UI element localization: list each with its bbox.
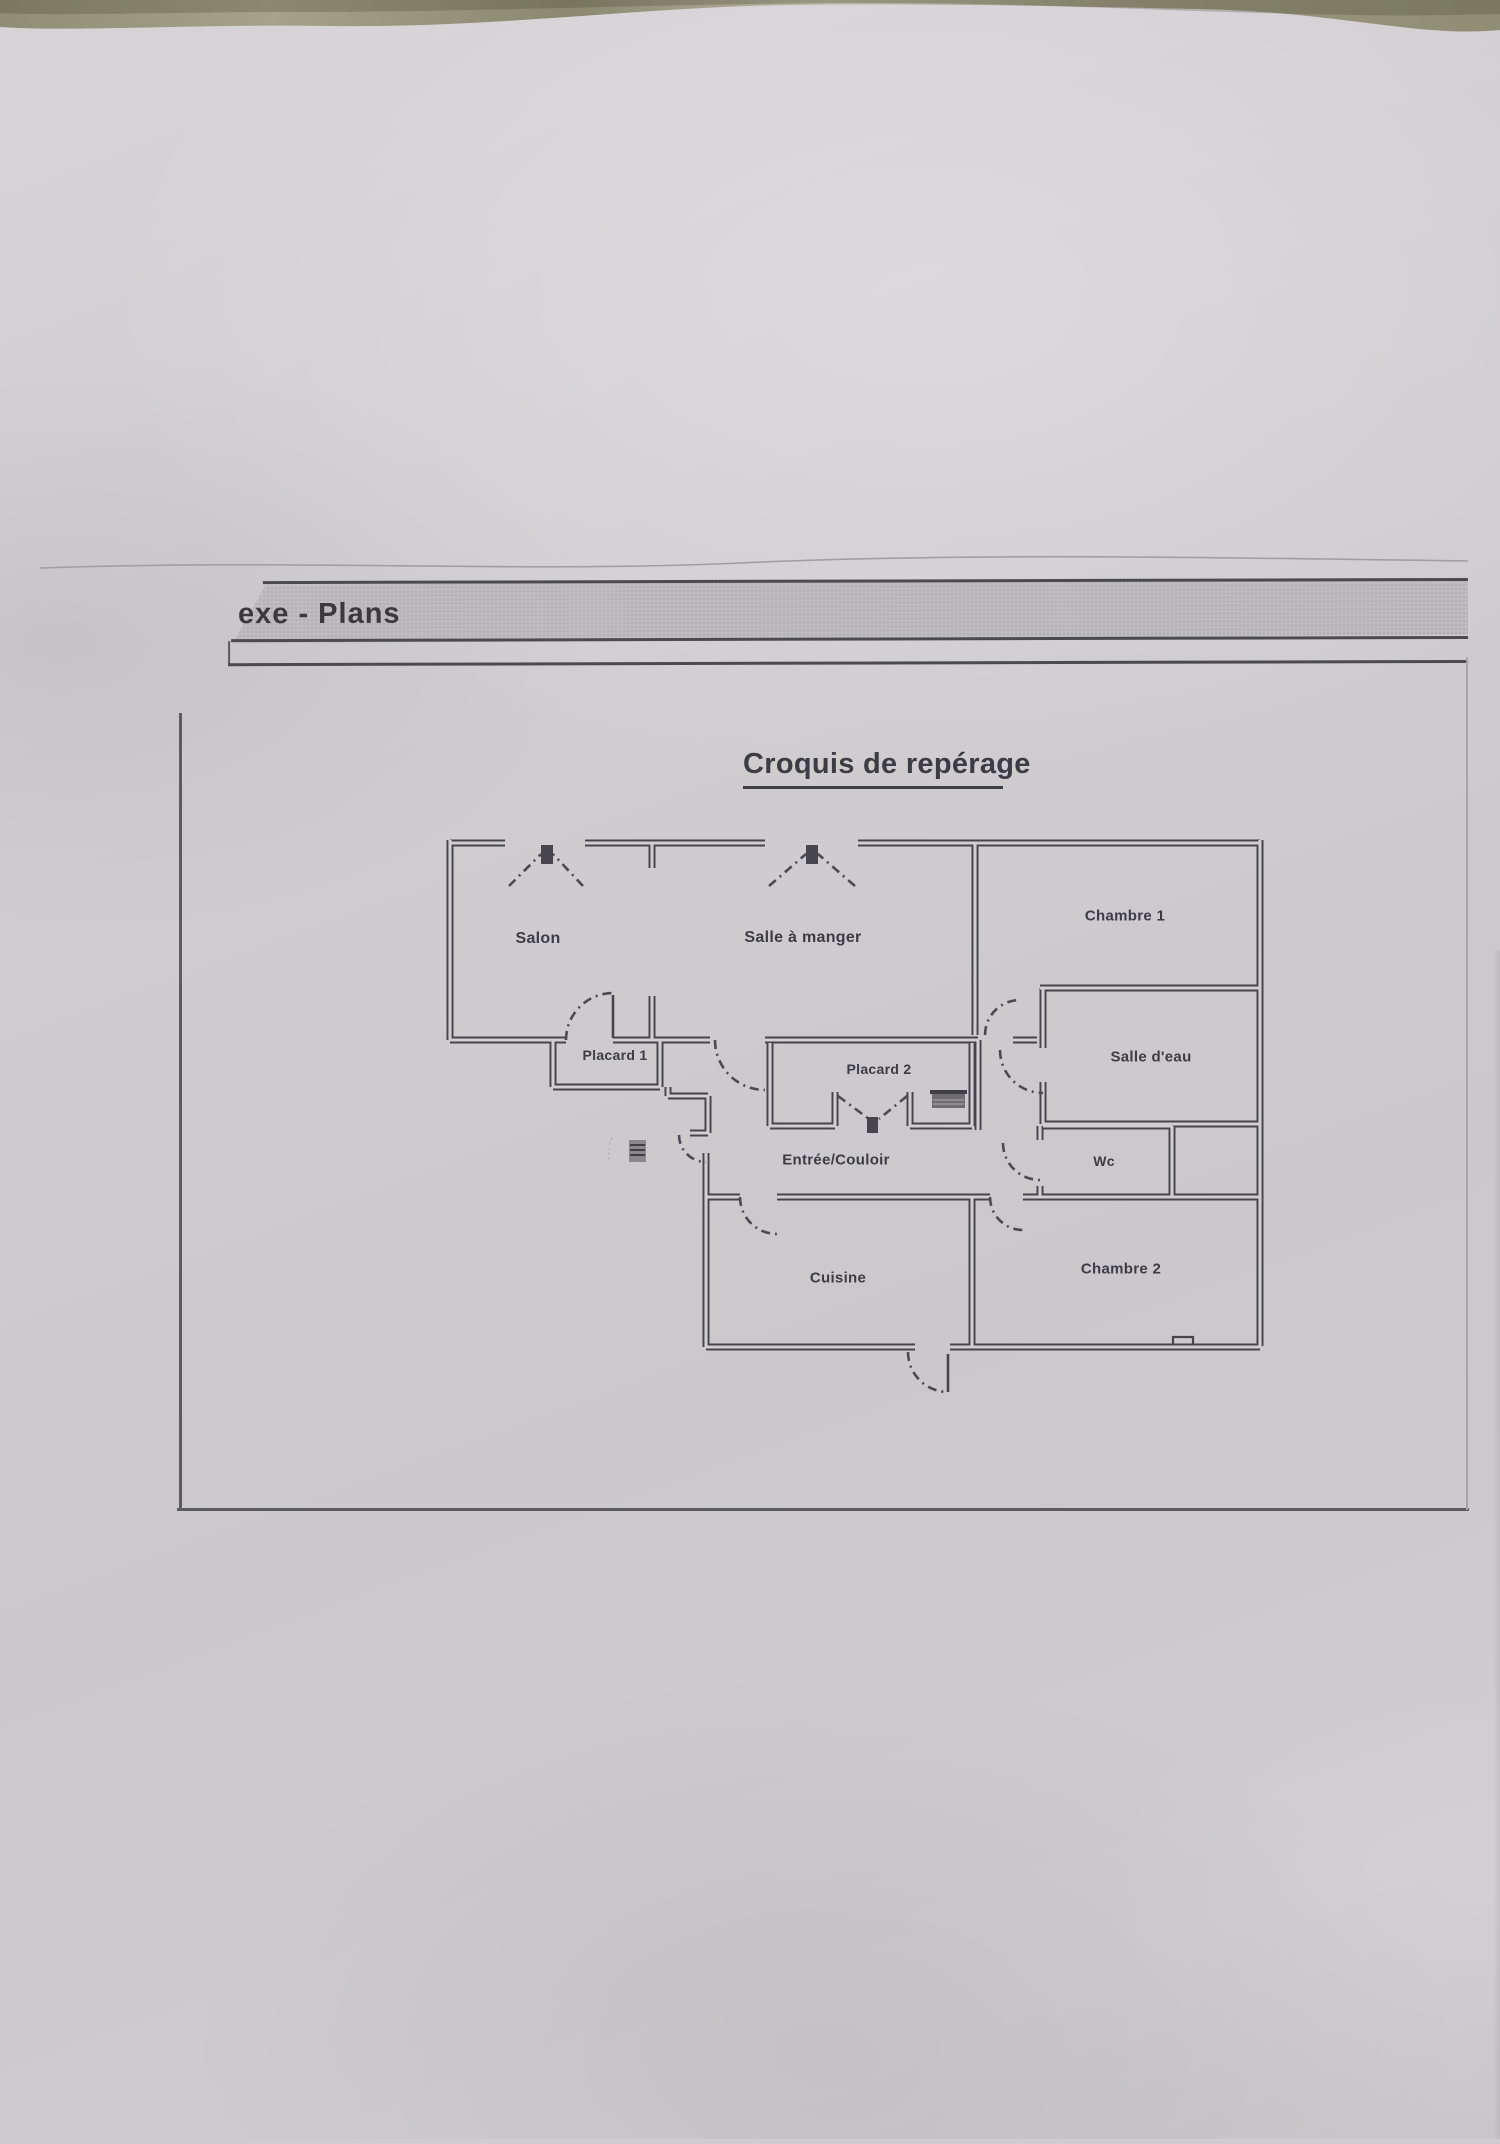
sketch-frame-right: [1466, 657, 1468, 1510]
door-arc-chambre-1: [983, 998, 1021, 1036]
sketch-frame-bottom: [177, 1508, 1469, 1511]
room-label-salle-a-manger: Salle à manger: [744, 929, 862, 946]
room-label-placard-2: Placard 2: [846, 1061, 912, 1077]
door-arc-wc: [1001, 1142, 1041, 1182]
window-block-salle-a-manger: [806, 845, 818, 864]
door-arc-entree: [677, 1134, 707, 1164]
room-label-chambre-2: Chambre 2: [1080, 1260, 1162, 1278]
room-label-salle-d-eau: Salle d'eau: [1110, 1048, 1192, 1066]
window-symbol-salle-a-manger: [768, 853, 856, 887]
room-label-salon: Salon: [515, 930, 561, 947]
landing-symbol: [607, 1137, 646, 1164]
sketch-frame-left: [179, 713, 182, 1510]
closet-door-block-placard-2: [867, 1117, 878, 1133]
door-arc-salle-d-eau: [998, 1049, 1044, 1095]
closet-door-leaves-placard-2: [837, 1094, 908, 1121]
page-edge-shadow: [1493, 950, 1500, 2139]
room-label-wc: Wc: [1093, 1153, 1115, 1169]
plan-title: Croquis de repérage: [743, 748, 1030, 789]
room-label-placard-1: Placard 1: [582, 1047, 648, 1063]
walls: [446, 839, 1264, 1351]
room-label-cuisine: Cuisine: [809, 1269, 867, 1287]
window-block-salon: [541, 845, 553, 864]
room-label-chambre-1: Chambre 1: [1084, 907, 1166, 925]
wall-notch: [1171, 1335, 1195, 1345]
radiator-symbol: [930, 1090, 967, 1108]
door-arc-salle-a-manger: [713, 1039, 766, 1092]
door-arc-cuisine-exterior: [906, 1351, 949, 1394]
paper-crease: [39, 555, 1469, 569]
door-arc-salon: [564, 991, 614, 1041]
window-symbol-salon: [508, 853, 584, 887]
room-label-entree-couloir: Entrée/Couloir: [782, 1151, 890, 1169]
door-arc-chambre-2: [988, 1196, 1024, 1232]
door-arc-cuisine: [738, 1196, 778, 1236]
tablecloth-edge: [0, 0, 1500, 32]
